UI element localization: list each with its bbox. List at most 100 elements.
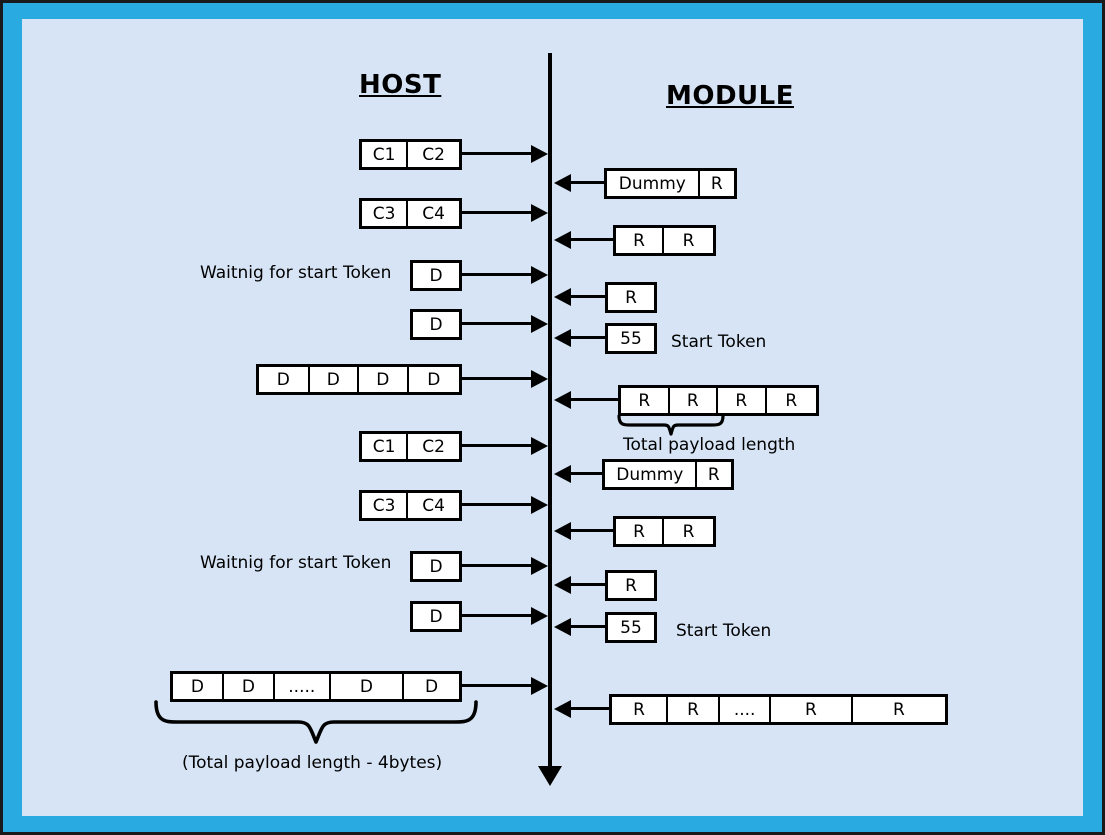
connector-m13 [462,503,534,506]
cell-r: R [668,697,721,722]
cell-55: 55 [608,615,654,640]
cell-55: 55 [608,326,654,351]
cell-c3: C3 [362,201,409,226]
arrow-left-m10 [554,391,571,409]
packet-dummy-r-second: Dummy R [602,459,734,490]
packet-c3-c4-second: C3 C4 [359,490,462,521]
packet-c3-c4-first: C3 C4 [359,198,462,229]
connector-m4 [570,238,615,241]
cell-r: R [621,388,670,413]
packet-start-token-second: 55 [605,612,657,643]
packet-c1-c2-first: C1 C2 [359,139,462,170]
brace-total-payload-minus-4bytes [154,700,478,744]
arrow-right-m5 [531,266,548,284]
cell-dummy: Dummy [607,171,700,196]
arrow-left-m18 [554,618,571,636]
cell-c2: C2 [408,142,459,167]
arrow-left-m2 [554,174,571,192]
cell-r: R [699,171,734,196]
connector-m11 [462,444,534,447]
cell-c1: C1 [362,434,409,459]
packet-d-first: D [410,260,462,291]
connector-m6 [570,295,607,298]
annotation-total-payload-minus-4bytes: (Total payload length - 4bytes) [182,753,443,773]
cell-r: R [616,519,665,544]
lane-title-host: HOST [359,70,442,100]
cell-ellipsis: .... [720,697,772,722]
packet-d-payload: D D ..... D D [170,671,462,702]
packet-r-payload: R R .... R R [609,694,948,725]
connector-m9 [462,377,534,380]
cell-r: R [766,388,816,413]
connector-m20 [570,707,611,710]
connector-m7 [462,322,534,325]
arrow-left-m16 [554,576,571,594]
cell-d: D [404,674,459,699]
packet-d4-first: D D D D [256,364,462,395]
annotation-waiting-for-start-token-1: Waitnig for start Token [200,263,392,283]
connector-m14 [570,529,615,532]
arrow-left-m20 [554,700,571,718]
arrow-left-m14 [554,522,571,540]
arrow-right-m3 [531,204,548,222]
arrow-left-m8 [554,329,571,347]
cell-d: D [413,604,459,629]
cell-r: R [718,388,767,413]
cell-r: R [669,388,719,413]
packet-start-token-first: 55 [605,323,657,354]
arrow-right-m9 [531,370,548,388]
packet-d-third: D [410,551,462,582]
timeline-arrow-icon [538,766,562,786]
brace-total-payload-length [617,414,725,436]
connector-m10 [570,398,620,401]
annotation-total-payload-length: Total payload length [623,435,796,455]
arrow-right-m13 [531,496,548,514]
packet-r-single-second: R [605,570,657,601]
cell-r: R [664,228,713,253]
lane-title-module: MODULE [666,81,794,111]
cell-d: D [413,312,459,337]
packet-d-fourth: D [410,601,462,632]
cell-r: R [771,697,853,722]
packet-dummy-r-first: Dummy R [604,168,737,199]
connector-m15 [462,564,534,567]
connector-m16 [570,583,607,586]
connector-m18 [570,625,607,628]
cell-r: R [696,462,731,487]
arrow-right-m1 [531,145,548,163]
packet-c1-c2-second: C1 C2 [359,431,462,462]
cell-r: R [612,697,668,722]
connector-m2 [570,181,606,184]
arrow-left-m12 [554,465,571,483]
cell-c3: C3 [362,493,409,518]
connector-m12 [570,472,604,475]
cell-d: D [330,674,405,699]
arrow-left-m6 [554,288,571,306]
cell-dummy: Dummy [605,462,697,487]
packet-r-single-first: R [605,282,657,313]
packet-r-r-first: R R [613,225,716,256]
cell-r: R [852,697,945,722]
arrow-left-m4 [554,231,571,249]
cell-d: D [408,367,459,392]
arrow-right-m17 [531,607,548,625]
packet-r4-first: R R R R [618,385,819,416]
connector-m5 [462,273,534,276]
arrow-right-m7 [531,315,548,333]
cell-d: D [259,367,310,392]
arrow-right-m19 [531,677,548,695]
connector-m19 [462,684,534,687]
cell-d: D [309,367,360,392]
cell-r: R [608,573,654,598]
cell-d: D [173,674,224,699]
connector-m1 [462,152,534,155]
timeline-axis [548,53,552,775]
connector-m17 [462,614,534,617]
cell-r: R [664,519,713,544]
cell-c4: C4 [408,201,459,226]
arrow-right-m15 [531,557,548,575]
cell-r: R [616,228,665,253]
annotation-waiting-for-start-token-2: Waitnig for start Token [200,553,392,573]
